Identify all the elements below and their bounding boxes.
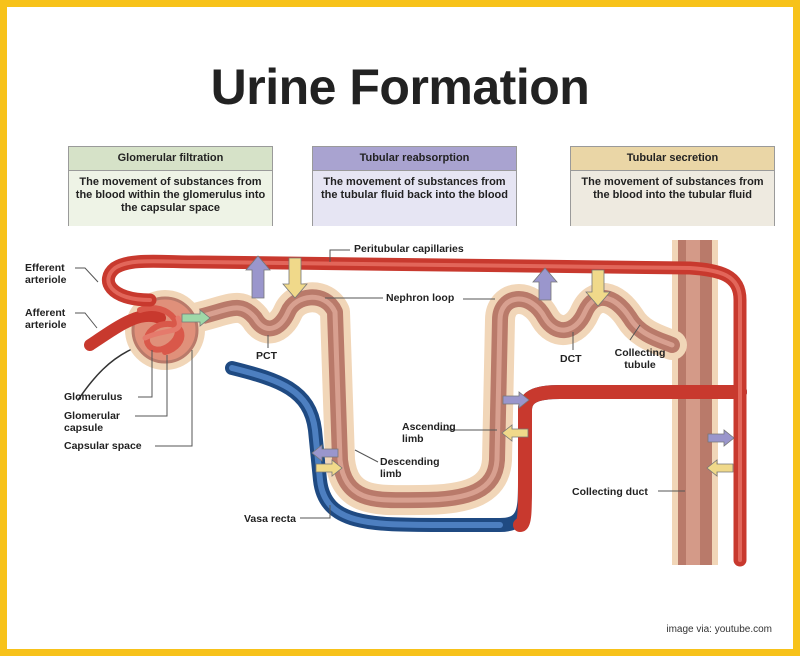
reabsorption-arrow-right <box>502 391 530 409</box>
box-text: The movement of substances from the bloo… <box>69 171 272 226</box>
leader-lines <box>75 249 685 519</box>
glomerular-filtration-box: Glomerular filtration The movement of su… <box>68 146 273 226</box>
label-glomerular-capsule: Glomerular capsule <box>64 410 121 434</box>
reabsorption-arrow-right <box>707 429 735 447</box>
label-capsular-space: Capsular space <box>64 440 142 452</box>
box-heading: Glomerular filtration <box>69 147 272 171</box>
collecting-duct <box>672 240 718 565</box>
box-heading: Tubular reabsorption <box>313 147 516 171</box>
secretion-arrow-down <box>585 269 611 307</box>
label-efferent-arteriole: Efferent arteriole <box>25 262 67 286</box>
tubular-secretion-box: Tubular secretion The movement of substa… <box>570 146 775 226</box>
secretion-arrow-left <box>706 459 734 477</box>
secretion-arrow-right <box>315 459 343 477</box>
vasa-recta <box>225 361 747 532</box>
page-title: Urine Formation <box>210 59 590 115</box>
tubular-reabsorption-box: Tubular reabsorption The movement of sub… <box>312 146 517 226</box>
glomerulus <box>77 254 747 567</box>
transport-arrows <box>181 255 735 477</box>
label-nephron-loop: Nephron loop <box>386 292 455 304</box>
label-collecting-tubule: Collecting tubule <box>614 347 666 371</box>
label-peritubular-capillaries: Peritubular capillaries <box>354 243 464 255</box>
label-pct: PCT <box>256 350 277 362</box>
box-text: The movement of substances from the bloo… <box>571 171 774 226</box>
label-vasa-recta: Vasa recta <box>244 513 296 525</box>
filtration-arrow <box>181 309 211 327</box>
secretion-arrow-left <box>501 424 529 442</box>
label-afferent-arteriole: Afferent arteriole <box>25 307 67 331</box>
box-heading: Tubular secretion <box>571 147 774 171</box>
label-dct: DCT <box>560 353 582 365</box>
reabsorption-arrow-up <box>245 255 271 299</box>
label-ascending-limb: Ascending limb <box>402 421 456 445</box>
label-glomerulus: Glomerulus <box>64 391 123 403</box>
image-credit: image via: youtube.com <box>666 624 772 635</box>
label-collecting-duct: Collecting duct <box>572 486 648 498</box>
secretion-arrow-down <box>282 257 308 299</box>
label-descending-limb: Descending limb <box>380 456 440 480</box>
reabsorption-arrow-up <box>532 267 558 301</box>
reabsorption-arrow-left <box>311 444 339 462</box>
box-text: The movement of substances from the tubu… <box>313 171 516 226</box>
